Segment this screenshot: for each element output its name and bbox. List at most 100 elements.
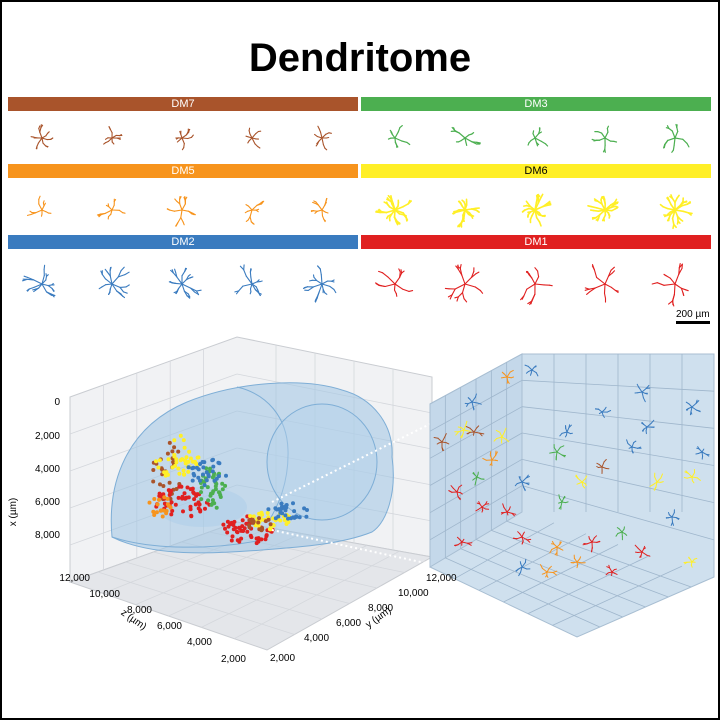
soma-dot bbox=[226, 524, 231, 529]
neuron-morphology bbox=[615, 526, 628, 541]
neuron-morphology bbox=[685, 399, 701, 416]
soma-dot bbox=[169, 500, 174, 505]
neuron-morphology bbox=[387, 125, 411, 148]
soma-dot bbox=[165, 496, 170, 501]
soma-dot bbox=[156, 465, 161, 470]
neuron-morphology bbox=[527, 127, 549, 147]
soma-dot bbox=[291, 515, 296, 520]
soma-dot bbox=[263, 537, 268, 542]
neuron-morphology bbox=[540, 564, 558, 578]
neuron-morphology bbox=[695, 446, 710, 460]
neuron-morphology bbox=[96, 198, 126, 220]
group-dm6-neurons bbox=[375, 193, 693, 230]
neuron-morphology bbox=[375, 194, 413, 226]
soma-dot bbox=[211, 457, 215, 462]
soma-dot bbox=[157, 458, 162, 463]
soma-dot bbox=[157, 497, 161, 502]
soma-dot bbox=[256, 536, 261, 541]
group-dm5-label: DM5 bbox=[8, 164, 358, 178]
x-tick-2000: 2,000 bbox=[35, 431, 60, 442]
group-dm1: DM1 bbox=[361, 235, 711, 320]
soma-dot bbox=[185, 485, 190, 490]
soma-dot bbox=[160, 514, 165, 519]
soma-dot bbox=[183, 458, 187, 463]
soma-dot bbox=[233, 525, 238, 530]
group-dm6-label: DM6 bbox=[361, 164, 711, 178]
soma-dot bbox=[251, 514, 256, 519]
group-dm7: DM7 bbox=[8, 97, 358, 166]
soma-dot bbox=[223, 526, 227, 531]
soma-dot bbox=[152, 513, 157, 517]
soma-dot bbox=[230, 534, 235, 539]
soma-dot bbox=[176, 466, 181, 471]
soma-dot bbox=[177, 471, 182, 476]
soma-dot bbox=[187, 449, 192, 454]
group-dm3: DM3 bbox=[361, 97, 711, 166]
soma-dot bbox=[259, 528, 264, 533]
neuron-morphology bbox=[641, 419, 655, 435]
zoom-box-grid bbox=[429, 354, 715, 628]
soma-dot bbox=[202, 483, 207, 488]
neuron-morphology bbox=[464, 393, 482, 411]
neuron-morphology bbox=[575, 474, 588, 489]
neuron-morphology bbox=[549, 444, 566, 461]
x-tick-6000: 6,000 bbox=[35, 497, 60, 508]
soma-dot bbox=[154, 459, 158, 464]
neuron-morphology bbox=[651, 263, 689, 307]
z-tick-12000: 12,000 bbox=[59, 573, 90, 584]
soma-dot bbox=[170, 449, 175, 454]
z-tick-8000: 8,000 bbox=[127, 605, 152, 616]
neuron-soma-dots bbox=[147, 433, 309, 546]
soma-dot bbox=[217, 474, 221, 479]
neuron-morphology bbox=[454, 536, 473, 547]
soma-dot bbox=[176, 449, 181, 454]
soma-dot bbox=[199, 490, 203, 495]
soma-dot bbox=[251, 520, 256, 525]
neuron-morphology bbox=[570, 554, 586, 569]
group-dm6: DM6 bbox=[361, 164, 711, 243]
soma-dot bbox=[257, 516, 261, 521]
soma-dot bbox=[198, 478, 202, 483]
soma-dot bbox=[206, 474, 211, 479]
soma-dot bbox=[268, 522, 273, 527]
soma-dot bbox=[216, 460, 221, 465]
soma-dot bbox=[188, 487, 193, 492]
x-axis: x (µm) 0 2,000 4,000 6,000 8,000 bbox=[8, 397, 60, 541]
neuron-morphology bbox=[168, 267, 202, 299]
soma-dot bbox=[237, 539, 242, 544]
group-dm1-label: DM1 bbox=[361, 235, 711, 249]
soma-dot bbox=[256, 539, 261, 544]
neuron-morphology bbox=[587, 195, 619, 222]
soma-dot bbox=[239, 536, 244, 541]
soma-dot bbox=[181, 438, 186, 443]
zoom-box bbox=[429, 353, 715, 638]
soma-dot bbox=[147, 500, 152, 505]
soma-dot bbox=[199, 485, 204, 490]
neuron-morphology bbox=[659, 194, 693, 230]
scale-bar bbox=[676, 321, 710, 324]
soma-dot bbox=[169, 512, 174, 517]
soma-dot bbox=[182, 445, 187, 450]
y-tick-4000: 4,000 bbox=[304, 633, 329, 644]
soma-dot bbox=[174, 457, 179, 462]
neuron-morphology bbox=[450, 126, 481, 147]
soma-dot bbox=[214, 481, 219, 486]
soma-dot bbox=[174, 460, 179, 465]
neuron-morphology bbox=[605, 564, 618, 576]
soma-dot bbox=[190, 478, 195, 483]
soma-dot bbox=[164, 511, 169, 516]
soma-dot bbox=[234, 529, 239, 534]
neuron-morphology bbox=[549, 540, 564, 557]
x-tick-0: 0 bbox=[54, 397, 60, 408]
soma-dot bbox=[192, 473, 197, 478]
soma-dot bbox=[165, 451, 170, 456]
neuron-morphology bbox=[520, 267, 553, 306]
neuron-morphology bbox=[454, 420, 471, 439]
neuron-morphology bbox=[234, 264, 263, 297]
soma-dot bbox=[225, 530, 230, 535]
z-tick-10000: 10,000 bbox=[89, 589, 120, 600]
soma-dot bbox=[192, 497, 197, 502]
group-dm2: DM2 bbox=[8, 235, 358, 320]
soma-dot bbox=[155, 502, 160, 507]
